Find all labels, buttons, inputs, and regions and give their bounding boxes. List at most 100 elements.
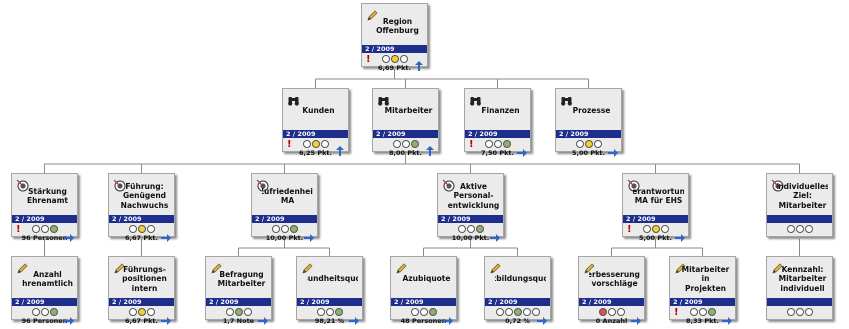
- status-light-off: [325, 308, 334, 316]
- kpi-title: Verantwortung MA für EHS: [633, 186, 684, 205]
- period-bar: 2 / 2009: [362, 45, 427, 53]
- status-light-off: [504, 308, 513, 316]
- pencil-icon: [771, 260, 784, 274]
- status-light-off: [616, 308, 625, 316]
- kpi-title: Aktive Personal- entwicklung: [448, 181, 499, 210]
- traffic-lights: [623, 225, 688, 233]
- trend-arrow-right-icon: [349, 310, 359, 325]
- period-bar: 2 / 2009: [623, 215, 688, 223]
- pencil-icon: [16, 260, 29, 274]
- trend-arrow-right-icon: [64, 227, 74, 242]
- target-icon: [113, 177, 126, 192]
- traffic-lights: [373, 140, 438, 148]
- kpi-value: 98,21 %: [314, 317, 345, 325]
- kpi-value: 0 Anzahl: [595, 317, 628, 325]
- traffic-lights: [362, 55, 427, 63]
- status-light-off: [522, 308, 531, 316]
- traffic-lights: [670, 308, 735, 316]
- status-light-off: [410, 308, 419, 316]
- status-light-off: [660, 225, 669, 233]
- status-light-off: [401, 140, 410, 148]
- period-bar: 2 / 2009: [485, 298, 550, 306]
- status-light-off: [642, 225, 651, 233]
- kpi-value: 7,50 Pkt.: [481, 149, 514, 157]
- traffic-lights: [297, 308, 362, 316]
- status-light-off: [795, 225, 804, 233]
- status-light-off: [804, 308, 813, 316]
- status-light-green: [410, 140, 419, 148]
- status-light-green: [707, 308, 716, 316]
- trend-arrow-up-icon: [415, 56, 423, 71]
- trend-arrow-right-icon: [631, 310, 641, 325]
- status-light-off: [399, 55, 408, 63]
- kpi-value: 0,72 %: [505, 317, 530, 325]
- status-light-off: [271, 225, 280, 233]
- period-bar: 2 / 2009: [556, 130, 621, 138]
- pencil-icon: [366, 7, 379, 21]
- trend-arrow-right-icon: [64, 310, 74, 325]
- trend-arrow-right-icon: [258, 310, 268, 325]
- alert-icon: !: [627, 224, 632, 235]
- status-light-yellow: [651, 225, 660, 233]
- traffic-lights: [465, 140, 530, 148]
- status-light-green: [289, 225, 298, 233]
- kpi-title: Führungs- positionen intern: [122, 264, 167, 293]
- kpi-title: Zufriedenheit MA: [262, 186, 313, 205]
- status-light-off: [786, 225, 795, 233]
- traffic-lights: [206, 308, 271, 316]
- kpi-value: 6,67 Pkt.: [125, 234, 158, 242]
- traffic-lights: [767, 225, 832, 233]
- status-light-off: [795, 308, 804, 316]
- pencil-icon: [489, 260, 502, 274]
- status-light-green: [49, 308, 58, 316]
- status-light-green: [502, 140, 511, 148]
- target-icon: [442, 177, 455, 192]
- status-light-green: [234, 308, 243, 316]
- target-icon: [16, 177, 29, 192]
- period-bar: 2 / 2009: [283, 130, 348, 138]
- alert-icon: !: [469, 139, 474, 150]
- status-light-green: [513, 308, 522, 316]
- status-light-red: [598, 308, 607, 316]
- alert-icon: !: [16, 224, 21, 235]
- binoculars-icon: [377, 92, 390, 106]
- traffic-lights: [109, 308, 174, 316]
- status-light-yellow: [390, 55, 399, 63]
- status-light-off: [607, 308, 616, 316]
- status-light-off: [128, 225, 137, 233]
- kpi-value: 96 Personen: [21, 234, 68, 242]
- status-light-off: [575, 140, 584, 148]
- traffic-lights: [12, 225, 77, 233]
- status-light-yellow: [137, 225, 146, 233]
- trend-arrow-right-icon: [675, 227, 685, 242]
- traffic-lights: [391, 308, 456, 316]
- kpi-card-kennzahl[interactable]: Kennzahl: Mitarbeiter individuell: [766, 256, 833, 320]
- pencil-icon: [113, 260, 126, 274]
- kpi-card-individuell[interactable]: Individuelles Ziel: Mitarbeiter: [766, 173, 833, 237]
- status-light-off: [128, 308, 137, 316]
- kpi-title: Verbesserungs- vorschläge: [589, 269, 640, 288]
- alert-icon: !: [674, 307, 679, 318]
- traffic-lights: [252, 225, 317, 233]
- status-light-off: [457, 225, 466, 233]
- status-light-off: [320, 140, 329, 148]
